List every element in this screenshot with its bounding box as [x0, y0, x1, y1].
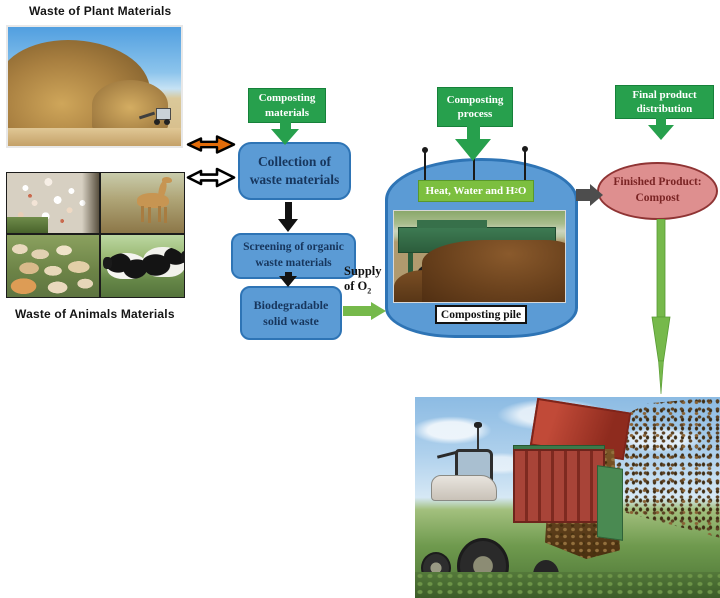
- collection-box: Collection of waste materials: [238, 142, 351, 200]
- camel-head: [162, 177, 173, 183]
- ground-shape: [8, 128, 181, 146]
- tractor-body: [431, 475, 497, 501]
- finished-product-ellipse: Finished Product: Compost: [597, 162, 718, 220]
- camel-leg: [141, 206, 144, 222]
- plant-waste-title: Waste of Plant Materials: [29, 4, 172, 18]
- heat-text-end: O: [517, 185, 527, 197]
- cow-shape: [143, 246, 184, 277]
- animal-waste-photo-grid: [6, 172, 185, 298]
- spreader-body: [513, 449, 605, 523]
- finished-line1: Finished Product:: [613, 176, 702, 189]
- machine-leg: [408, 253, 413, 279]
- green-down-arrow-icon: [648, 118, 674, 140]
- green-down-arrow-icon: [455, 126, 491, 161]
- black-down-arrow-icon: [278, 202, 298, 232]
- white-right-arrow-icon: [186, 167, 236, 188]
- composting-process-box: Composting process: [437, 87, 513, 127]
- heat-text: Heat, Water and H: [425, 185, 515, 197]
- final-distribution-box: Final product distribution: [615, 85, 714, 119]
- composting-pile-label: Composting pile: [435, 305, 527, 324]
- composting-materials-box: Composting materials: [248, 88, 326, 123]
- supply-line1: Supply: [344, 264, 382, 278]
- sheep-flock-photo: [7, 234, 100, 297]
- spreader-chute: [597, 465, 623, 541]
- loader-cab: [156, 108, 171, 120]
- camel-leg: [164, 207, 167, 223]
- loader-vehicle-shape: [138, 106, 173, 126]
- animal-waste-title: Waste of Animals Materials: [15, 307, 175, 321]
- field-foreground: [415, 572, 720, 598]
- vent-pin-icon: [522, 146, 528, 181]
- biodegradable-box: Biodegradable solid waste: [240, 286, 342, 340]
- loader-wheel: [164, 119, 170, 125]
- camel-photo: [101, 173, 184, 233]
- cow-shape: [107, 252, 148, 279]
- green-long-down-arrow-icon: [651, 219, 671, 395]
- tractor-antenna: [474, 422, 482, 451]
- cow-head: [103, 256, 113, 269]
- vent-pin-icon: [422, 147, 428, 181]
- supply-o2-label: Supply of O2: [344, 264, 390, 296]
- green-down-arrow-icon: [271, 122, 299, 145]
- loader-wheel: [154, 119, 160, 125]
- gray-right-arrow-icon: [576, 184, 603, 206]
- supply-subscript: 2: [367, 286, 372, 296]
- chickens-photo: [7, 173, 100, 233]
- screening-box: Screening of organic waste materials: [231, 233, 356, 279]
- camel-leg: [148, 207, 151, 223]
- cows-photo: [101, 234, 184, 297]
- plant-waste-photo: [6, 25, 183, 148]
- supply-line2: of O: [344, 279, 368, 293]
- compost-spreading-photo: [415, 397, 720, 598]
- loader-arm: [138, 111, 156, 120]
- green-right-arrow-icon: [343, 302, 386, 320]
- black-down-arrow-icon: [279, 272, 297, 287]
- heat-subscript: 2: [514, 187, 518, 195]
- finished-line2: Compost: [635, 192, 680, 204]
- orange-right-arrow-icon: [186, 135, 236, 154]
- compost-heap-shape: [422, 240, 565, 302]
- cow-head: [181, 250, 184, 263]
- compost-turner-photo: [393, 210, 566, 303]
- camel-leg: [158, 206, 161, 222]
